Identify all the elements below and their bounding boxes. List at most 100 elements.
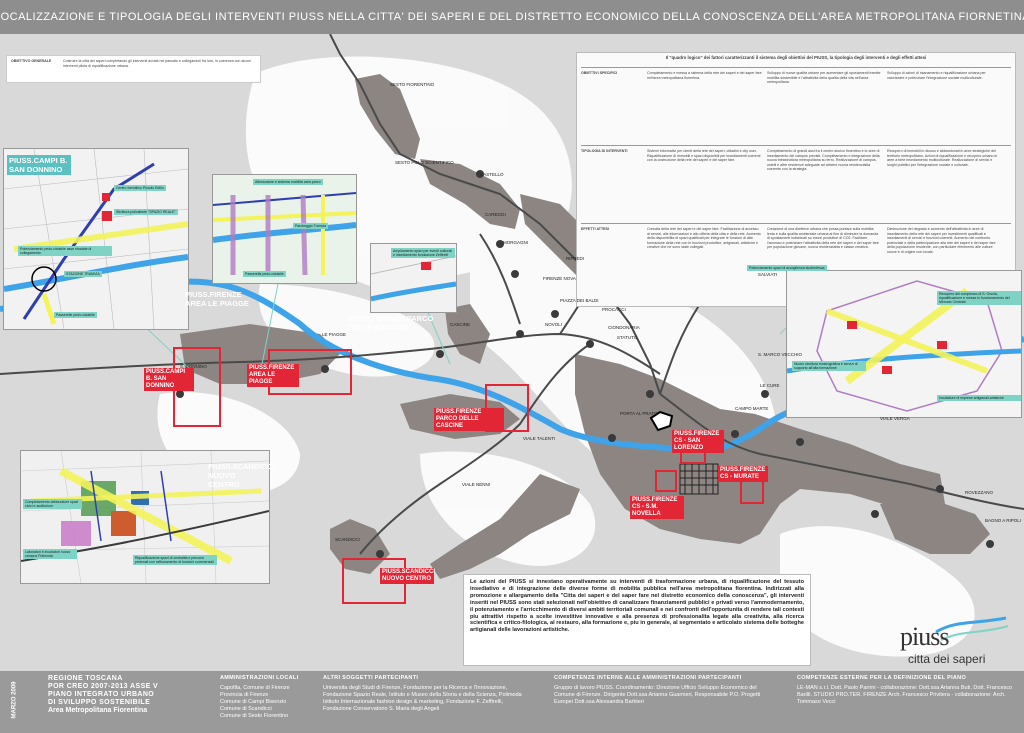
inset-label: Laboratori e incubatori nuovo campus Pol…	[23, 549, 77, 559]
matrix-cell: Sistemi informativi per utenti della ret…	[647, 149, 761, 163]
matrix-cell: Completamento di grandi assi fra il cent…	[767, 149, 880, 172]
place-label: PROCACCI	[602, 307, 626, 312]
footer-internal: COMPETENZE INTERNE ALLE AMMINISTRAZIONI …	[554, 675, 774, 706]
others-title: ALTRI SOGGETTI PARTECIPANTI	[323, 675, 419, 681]
inset-label: Centro formativo Piccolo Edilio	[114, 185, 166, 191]
local-entry: Capofila, Comune di Firenze	[220, 685, 290, 691]
inset-label: Recupero del complesso di S. Orsola, riq…	[937, 291, 1021, 305]
internal-text: Gruppo di lavoro PIUSS. Coordinamento: D…	[554, 685, 761, 705]
inset-label: Completamento attrezzature spazi civici …	[23, 499, 82, 509]
place-label: MORGAGNI	[503, 240, 529, 245]
inset-piagge-map	[212, 175, 357, 283]
place-label: BAGNO A RIPOLI	[985, 518, 1022, 523]
place-label: LE PIAGGE	[322, 332, 347, 337]
objective-label: OBIETTIVO GENERALE	[11, 59, 52, 63]
region-line: REGIONE TOSCANA	[48, 675, 123, 682]
intervention-label: PIUSS.CAMPI B. SAN DONNINO	[144, 368, 194, 391]
place-label: CASTELLO	[480, 172, 504, 177]
footer-region: REGIONE TOSCANA POR CREO 2007-2013 ASSE …	[48, 675, 198, 715]
inset-scandicci-title: PIUSS.SCANDICCI NUOVO CENTRO	[208, 462, 275, 489]
place-label: VIALE NENNI	[462, 482, 491, 487]
matrix-cell: Sviluppo di nuove qualita urbane per aum…	[767, 71, 881, 85]
inset-campi-san-donnino[interactable]: PIUSS.CAMPI B. SAN DONNINO Centro format…	[3, 148, 189, 330]
footer-date: MARZO 2009	[11, 681, 18, 719]
inset-centro-storico[interactable]: Potenziamento spazi di accoglienza stude…	[747, 265, 1022, 418]
inset-piagge-title: PIUSS.FIRENZE AREA LE PIAGGE	[185, 290, 249, 308]
others-text: Universita degli Studi di Firenze, Fonda…	[323, 685, 522, 712]
intervention-label: PIUSS.FIRENZE PARCO DELLE CASCINE	[434, 408, 504, 431]
matrix-row-label: EFFETTI ATTESI	[581, 227, 609, 231]
footer-external: COMPETENZE ESTERNE PER LA DEFINIZIONE DE…	[797, 675, 1019, 706]
intervention-label: PIUSS.FIRENZE CS - S.M. NOVELLA	[630, 496, 684, 519]
inset-label: Nuovo struttura museografica e servizi d…	[792, 361, 866, 371]
place-label: ROVEZZANO	[965, 490, 994, 495]
local-title: AMMINISTRAZIONI LOCALI	[220, 675, 299, 681]
place-label: RIFREDI	[566, 256, 584, 261]
matrix-cell: Completamento e messa a sistema della re…	[647, 71, 762, 80]
place-label: SALVIATI	[758, 272, 778, 277]
external-title: COMPETENZE ESTERNE PER LA DEFINIZIONE DE…	[797, 675, 967, 681]
footer-local-admins: AMMINISTRAZIONI LOCALI Capofila, Comune …	[220, 675, 320, 720]
intervention-box-murate[interactable]	[740, 480, 764, 504]
piuss-logo: piuss citta dei saperi	[896, 614, 1016, 670]
objective-text: Costruire la citta dei saperi completand…	[63, 59, 251, 68]
place-label: CIONDONARIA	[608, 325, 640, 330]
inset-label: Parcheggio Tramvia	[293, 223, 329, 229]
intervention-label: PIUSS.FIRENZE CS - MURATE	[718, 466, 768, 482]
intervention-label: PIUSS.FIRENZE AREA LE PIAGGE	[247, 364, 299, 387]
region-line: DI SVILUPPO SOSTENIBILE	[48, 699, 151, 706]
internal-title: COMPETENZE INTERNE ALLE AMMINISTRAZIONI …	[554, 675, 742, 681]
region-line: PIANO INTEGRATO URBANO	[48, 691, 155, 698]
place-label: SESTO FIORENTINO	[390, 82, 435, 87]
inset-parco-cascine[interactable]: Ampliamento spazi per eventi culturali e…	[370, 243, 457, 313]
matrix-row-label: TIPOLOGIA DI INTERVENTI	[581, 149, 628, 153]
footer-others: ALTRI SOGGETTI PARTECIPANTI Universita d…	[323, 675, 528, 713]
inset-label: Passerella pedo-ciclabile	[243, 271, 286, 277]
landmark-outline	[649, 410, 674, 432]
inset-scandicci-map	[20, 450, 270, 584]
place-label: CASCINE	[450, 322, 471, 327]
intervention-box-novella[interactable]	[655, 470, 677, 492]
inset-label: Ampliamento spazi per eventi culturali e…	[391, 248, 455, 258]
matrix-cell: Diminuzione del degrado e aumento dell'a…	[887, 227, 996, 254]
place-label: FIRENZE NOVA	[543, 276, 576, 281]
inset-label: Potenziamento pedo-ciclabile asse strada…	[18, 246, 112, 256]
matrix-row-label: OBIETTIVI SPECIFICI	[581, 71, 618, 75]
description-text: Le azioni del PIUSS si innestano operati…	[470, 579, 804, 634]
objective-panel: OBIETTIVO GENERALE Costruire la citta de…	[6, 55, 261, 83]
place-label: PIAZZA DEI BALDI	[560, 298, 599, 303]
place-label: SCANDICCI	[335, 537, 360, 542]
inset-label: Passerelle pedo-ciclabile	[54, 312, 97, 318]
place-label: PORTA AL PRATO	[620, 411, 658, 416]
matrix-cell: Creazione di una direttrice urbana che p…	[767, 227, 879, 250]
inset-le-piagge[interactable]: Attrezzature e sistema mobilita area par…	[212, 174, 357, 284]
inset-label: Riqualificazione spazi di centralita e p…	[133, 555, 217, 565]
local-entry: Comune di Sesto Fiorentino	[220, 713, 289, 719]
matrix-row-divider	[581, 67, 1011, 68]
inset-label: Attrezzature e sistema mobilita area par…	[253, 179, 323, 185]
local-entry: Comune di Scandicci	[220, 706, 272, 712]
local-entry: Provincia di Firenze	[220, 692, 269, 698]
region-line: POR CREO 2007-2013 ASSE V	[48, 683, 159, 690]
region-line: Area Metropolitana Fiorentina	[48, 707, 148, 714]
place-label: CAMPO MARTE	[735, 406, 769, 411]
intervention-label: PIUSS.FIRENZE CS - SAN LORENZO	[672, 430, 724, 453]
place-label: SESTO POLO SCIENTIFICO	[395, 160, 454, 165]
local-entry: Comune di Campi Bisenzio	[220, 699, 287, 705]
place-label: S. MARCO VECCHIO	[758, 352, 803, 357]
map-title: LOCALIZZAZIONE E TIPOLOGIA DEGLI INTERVE…	[0, 11, 1024, 23]
intervention-label: PIUSS.SCANDICCI NUOVO CENTRO	[380, 568, 436, 584]
matrix-row-divider	[581, 223, 1011, 224]
matrix-row-divider	[581, 145, 1011, 146]
inset-label: Incubatore di imprese artigianali-artist…	[937, 395, 1021, 401]
matrix-heading: Il "quadro logico" dei fattori caratteri…	[665, 55, 927, 60]
place-label: VIALE VERGA	[880, 416, 910, 421]
inset-cascine-title: PIUSS.FIRENZE PARCO DELLE CASCINE	[348, 314, 434, 332]
inset-scandicci[interactable]: Completamento attrezzature spazi civici …	[20, 450, 270, 584]
inset-label: Potenziamento spazi di accoglienza stude…	[747, 265, 827, 271]
footer-credits: MARZO 2009 REGIONE TOSCANA POR CREO 2007…	[0, 671, 1024, 733]
logo-tagline: citta dei saperi	[908, 652, 986, 666]
title-banner: LOCALIZZAZIONE E TIPOLOGIA DEGLI INTERVE…	[0, 0, 1024, 34]
place-label: S. DONNINO	[180, 364, 207, 369]
place-label: STATUTO	[617, 335, 638, 340]
